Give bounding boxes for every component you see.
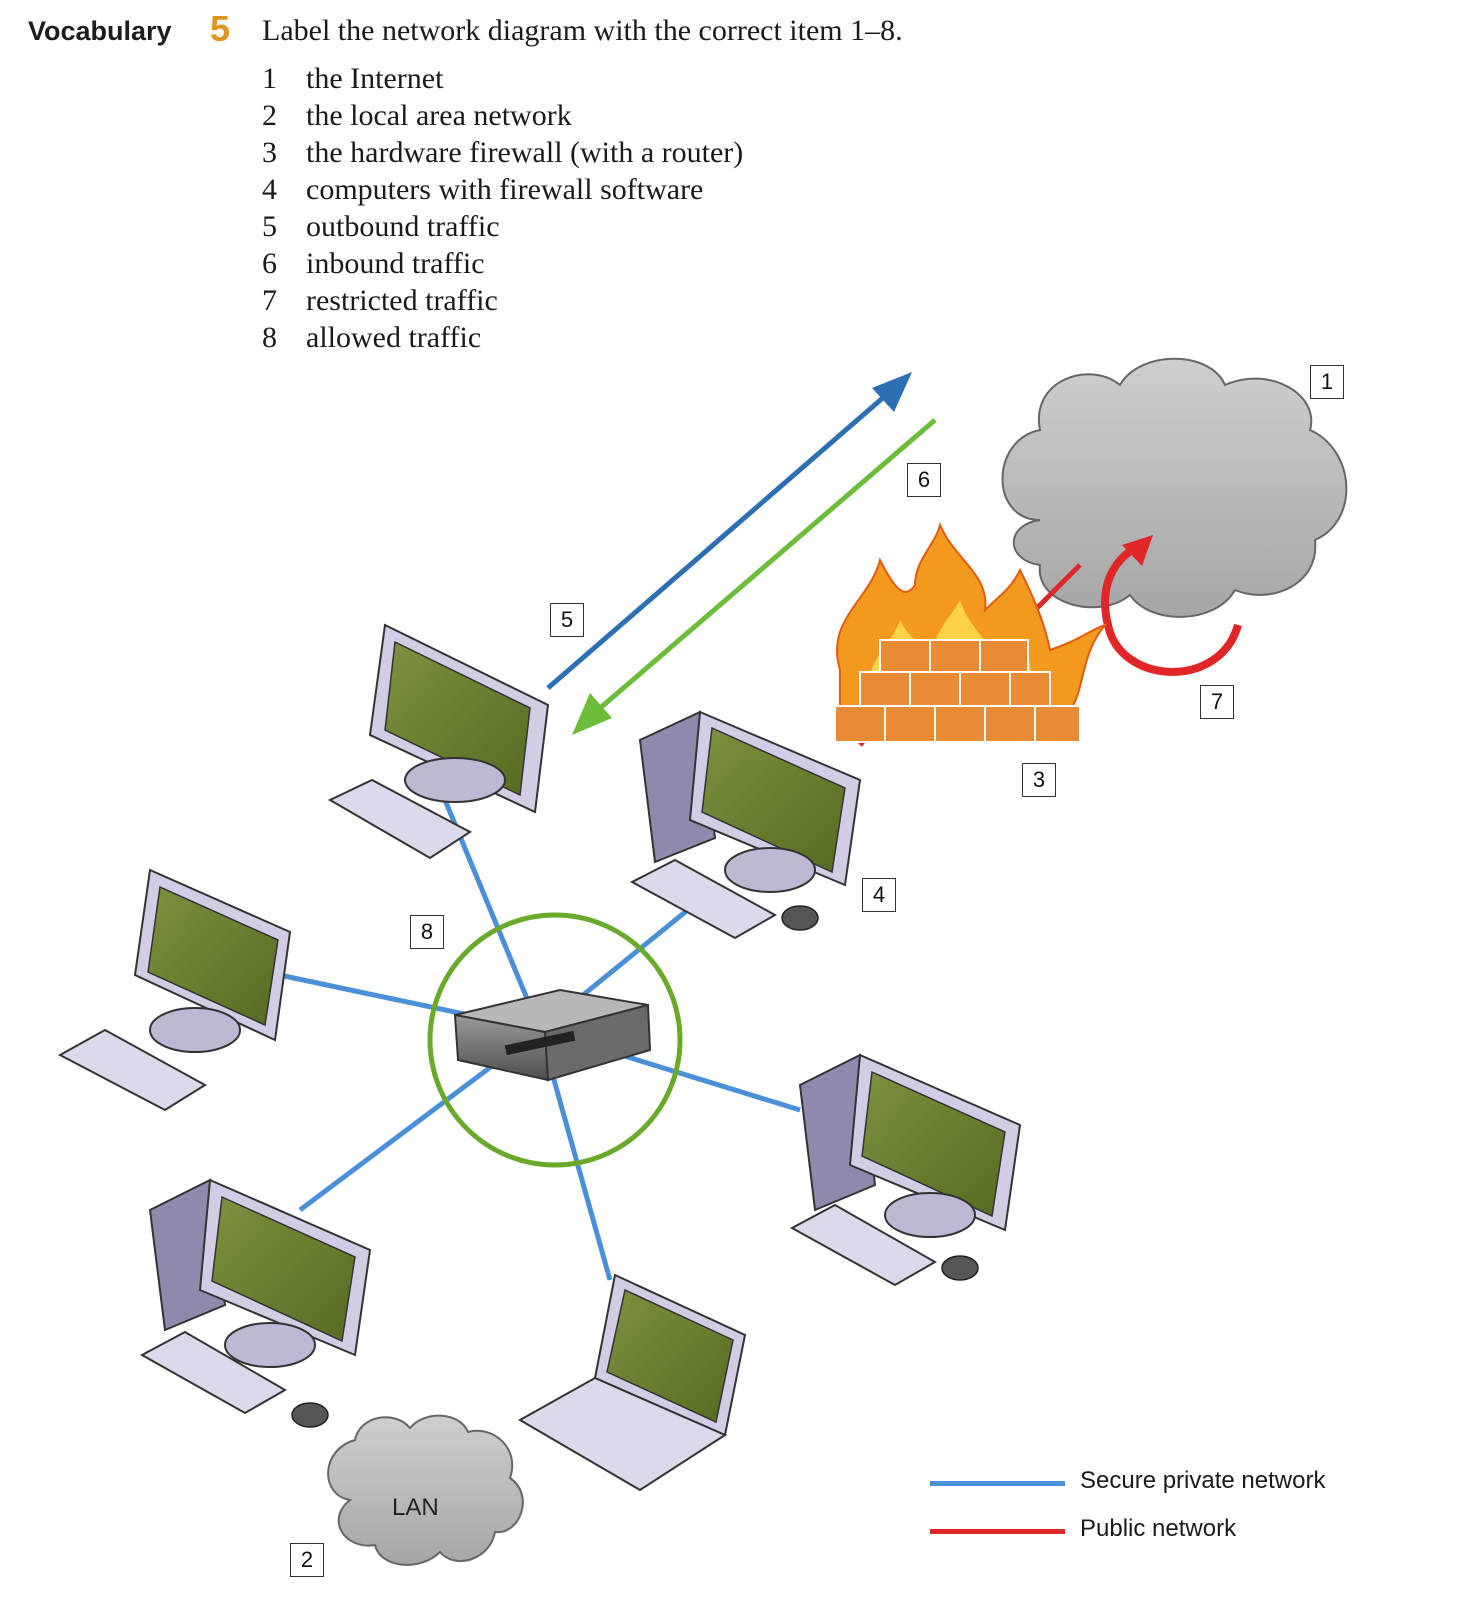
label-lan: 2 <box>290 1543 324 1577</box>
item-number: 5 <box>262 210 277 243</box>
computer-icon <box>327 623 550 860</box>
list-item: 7 restricted traffic <box>262 284 743 321</box>
label-pc-with-firewall: 4 <box>862 878 896 912</box>
item-text: inbound traffic <box>306 247 485 280</box>
item-number: 8 <box>262 321 277 354</box>
legend-label: Public network <box>1080 1515 1237 1542</box>
lan-cloud-label: LAN <box>392 1494 439 1521</box>
list-item: 4 computers with firewall software <box>262 173 743 210</box>
list-item: 3 the hardware firewall (with a router) <box>262 136 743 173</box>
allowed-traffic-circle <box>427 912 683 1168</box>
computer-icon <box>57 868 292 1112</box>
item-text: outbound traffic <box>306 210 500 243</box>
computer-with-tower-icon <box>789 1053 1022 1287</box>
label-inbound: 6 <box>907 463 941 497</box>
exercise-instruction: Label the network diagram with the corre… <box>262 14 903 47</box>
label-firewall: 3 <box>1022 763 1056 797</box>
item-number: 2 <box>262 99 277 132</box>
legend-swatch-red <box>930 1529 1065 1534</box>
list-item: 8 allowed traffic <box>262 321 743 358</box>
exercise-header: Vocabulary 5 Label the network diagram w… <box>0 0 1462 380</box>
list-item: 2 the local area network <box>262 99 743 136</box>
laptop-icon <box>517 1273 747 1492</box>
item-text: the Internet <box>306 62 444 95</box>
label-allowed: 8 <box>410 915 444 949</box>
restricted-traffic-arrow <box>1101 535 1242 676</box>
item-number: 7 <box>262 284 277 317</box>
item-number: 4 <box>262 173 277 206</box>
item-text: computers with firewall software <box>306 173 704 206</box>
label-internet: 1 <box>1310 365 1344 399</box>
item-text: the local area network <box>306 99 572 132</box>
lan-cloud <box>327 1414 524 1566</box>
list-item: 5 outbound traffic <box>262 210 743 247</box>
exercise-number: 5 <box>210 8 231 49</box>
section-label: Vocabulary <box>28 16 172 46</box>
list-item: 1 the Internet <box>262 62 743 99</box>
router-icon <box>453 988 652 1082</box>
internet-cloud <box>1001 357 1348 618</box>
computer-with-tower-icon <box>139 1178 372 1428</box>
inbound-arrow <box>572 418 937 735</box>
legend-swatch-blue <box>930 1481 1065 1486</box>
label-outbound: 5 <box>550 603 584 637</box>
item-number: 3 <box>262 136 277 169</box>
item-text: restricted traffic <box>306 284 498 317</box>
item-text: allowed traffic <box>306 321 482 354</box>
item-number: 1 <box>262 62 277 95</box>
firewall-icon <box>834 521 1109 743</box>
computer-with-tower-icon <box>629 710 862 940</box>
item-number: 6 <box>262 247 277 280</box>
label-restricted: 7 <box>1200 685 1234 719</box>
list-item: 6 inbound traffic <box>262 247 743 284</box>
outbound-arrow <box>546 372 912 690</box>
item-text: the hardware firewall (with a router) <box>306 136 744 169</box>
legend-label: Secure private network <box>1080 1467 1326 1494</box>
